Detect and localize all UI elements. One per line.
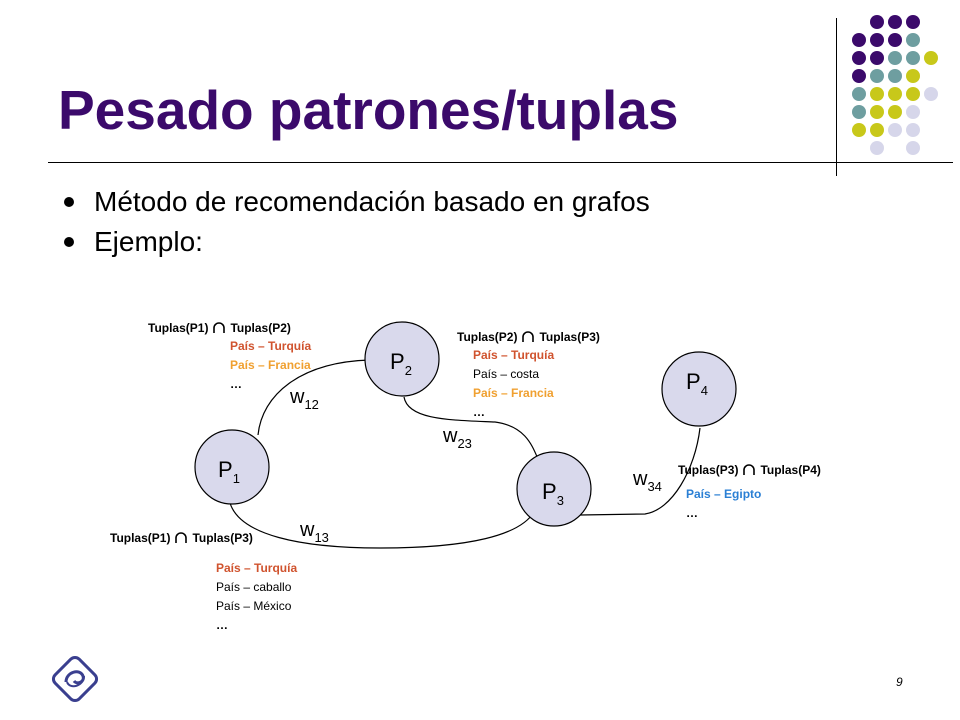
title-underline — [48, 162, 953, 163]
decorative-dot — [870, 123, 884, 137]
decorative-dot — [906, 15, 920, 29]
intersection-item: … — [686, 506, 698, 520]
intersection-box-p3-p4: Tuplas(P3) Tuplas(P4) País – Egipto … — [678, 461, 821, 523]
decorative-dot — [870, 69, 884, 83]
bullet-item: Método de recomendación basado en grafos — [64, 182, 650, 222]
decorative-dot — [888, 105, 902, 119]
weight-w13: w13 — [299, 519, 329, 545]
corner-vertical-line — [836, 18, 837, 176]
decorative-dot — [870, 141, 884, 155]
page-number: 9 — [896, 675, 903, 689]
tuple-set-right: Tuplas(P2) — [230, 321, 291, 335]
intersection-header: Tuplas(P1) Tuplas(P2) — [148, 319, 311, 337]
tuple-set-left: Tuplas(P3) — [678, 463, 739, 477]
edge-p3-p4 — [579, 427, 701, 516]
intersection-header: Tuplas(P3) Tuplas(P4) — [678, 461, 821, 479]
node-p4-label: P4 — [686, 369, 708, 398]
decorative-dot — [888, 15, 902, 29]
intersection-item: País – México — [216, 599, 292, 613]
weight-w34: w34 — [632, 468, 662, 494]
decorative-dot — [852, 105, 866, 119]
bullet-text: Ejemplo: — [94, 226, 203, 257]
decorative-dot — [888, 33, 902, 47]
decorative-dot — [870, 15, 884, 29]
intersection-item: País – costa — [473, 367, 540, 381]
tuple-set-left: Tuplas(P1) — [148, 321, 209, 335]
node-p2 — [364, 321, 440, 397]
decorative-dot — [888, 123, 902, 137]
node-p4 — [661, 351, 737, 427]
node-p3 — [516, 451, 592, 527]
decorative-dot — [906, 33, 920, 47]
intersection-icon — [213, 322, 226, 333]
decorative-dot — [870, 87, 884, 101]
intersection-item: País – Francia — [473, 386, 554, 400]
weight-w12: w12 — [289, 386, 319, 412]
intersection-icon — [522, 331, 535, 342]
intersection-header: Tuplas(P2) Tuplas(P3) — [457, 328, 600, 346]
intersection-icon — [743, 464, 756, 475]
intersection-item: País – Turquía — [230, 339, 312, 353]
intersection-item: País – Turquía — [216, 561, 298, 575]
decorative-dot — [924, 51, 938, 65]
decorative-dot — [924, 87, 938, 101]
intersection-header: Tuplas(P1) Tuplas(P3) — [110, 529, 297, 547]
weight-w23: w23 — [442, 425, 472, 451]
edge-p2-p3 — [403, 396, 539, 460]
node-p2-label: P2 — [390, 349, 412, 378]
decorative-dot — [888, 51, 902, 65]
bullet-text: Método de recomendación basado en grafos — [94, 186, 650, 217]
bullet-item: Ejemplo: — [64, 222, 650, 262]
intersection-item: País – Francia — [230, 358, 311, 372]
decorative-dot — [870, 51, 884, 65]
logo-icon — [51, 655, 99, 703]
decorative-dot — [906, 105, 920, 119]
intersection-icon — [175, 532, 188, 543]
decorative-dot — [852, 51, 866, 65]
decorative-dot — [888, 69, 902, 83]
tuple-set-right: Tuplas(P4) — [760, 463, 821, 477]
tuple-set-left: Tuplas(P2) — [457, 330, 518, 344]
decorative-dot — [906, 87, 920, 101]
intersection-item: País – caballo — [216, 580, 292, 594]
decorative-dot — [852, 123, 866, 137]
intersection-item: … — [473, 405, 485, 419]
decorative-dot — [870, 105, 884, 119]
tuple-set-right: Tuplas(P3) — [192, 531, 253, 545]
intersection-items: País – Egipto … — [678, 479, 821, 523]
decorative-dot — [852, 87, 866, 101]
decorative-dot — [906, 69, 920, 83]
tuple-set-left: Tuplas(P1) — [110, 531, 171, 545]
intersection-item: País – Egipto — [686, 487, 762, 501]
decorative-dot — [870, 33, 884, 47]
decorative-dot — [852, 33, 866, 47]
intersection-item: País – Turquía — [473, 348, 555, 362]
decorative-dot — [888, 87, 902, 101]
decorative-dot — [852, 69, 866, 83]
decorative-dot — [906, 141, 920, 155]
bullet-dot-icon — [64, 197, 74, 207]
tuple-set-right: Tuplas(P3) — [539, 330, 600, 344]
node-p1-label: P1 — [218, 457, 240, 486]
node-p1 — [194, 429, 270, 505]
edge-p1-p2 — [257, 359, 371, 436]
bullet-dot-icon — [64, 237, 74, 247]
decorative-dot — [906, 51, 920, 65]
intersection-item: … — [230, 377, 242, 391]
intersection-item: … — [216, 618, 228, 632]
node-p3-label: P3 — [542, 479, 564, 508]
slide-title: Pesado patrones/tuplas — [58, 79, 679, 141]
bullet-list: Método de recomendación basado en grafos… — [64, 182, 650, 262]
decorative-dot — [906, 123, 920, 137]
edge-p1-p3 — [229, 502, 535, 549]
